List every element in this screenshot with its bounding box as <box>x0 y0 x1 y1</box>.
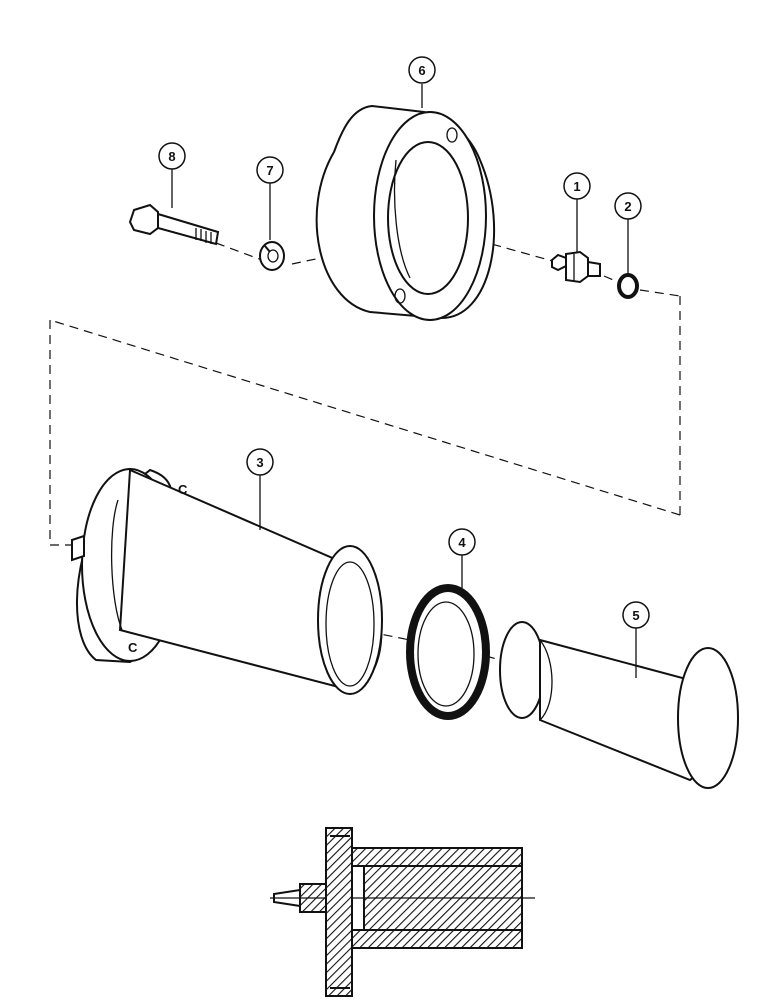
part-1-grease-fitting <box>551 250 601 284</box>
cross-section-view <box>270 827 535 997</box>
callout-2: 2 <box>614 192 642 274</box>
callout-5: 5 <box>622 601 650 678</box>
part-5-sleeve <box>499 621 739 789</box>
callout-8: 8 <box>158 142 186 208</box>
callout-1: 1 <box>563 172 591 252</box>
part-8-bolt <box>128 203 220 246</box>
part-7-lock-washer <box>259 241 285 271</box>
callout-6-label: 6 <box>418 63 425 78</box>
part-4-seal-ring <box>406 584 490 720</box>
callout-5-label: 5 <box>632 608 639 623</box>
svg-text:C: C <box>128 640 138 655</box>
callout-3-label: 3 <box>256 455 263 470</box>
svg-text:C: C <box>178 482 188 497</box>
callout-6: 6 <box>408 56 436 108</box>
callout-4: 4 <box>448 528 476 588</box>
part-3-housing: C C <box>71 468 383 695</box>
callout-7: 7 <box>256 156 284 240</box>
callout-3: 3 <box>246 448 274 530</box>
callout-2-label: 2 <box>624 199 631 214</box>
callout-7-label: 7 <box>266 163 273 178</box>
callout-8-label: 8 <box>168 149 175 164</box>
callout-4-label: 4 <box>458 535 466 550</box>
part-2-o-ring <box>617 273 639 299</box>
part-6-ring <box>315 104 496 321</box>
callout-1-label: 1 <box>573 179 580 194</box>
